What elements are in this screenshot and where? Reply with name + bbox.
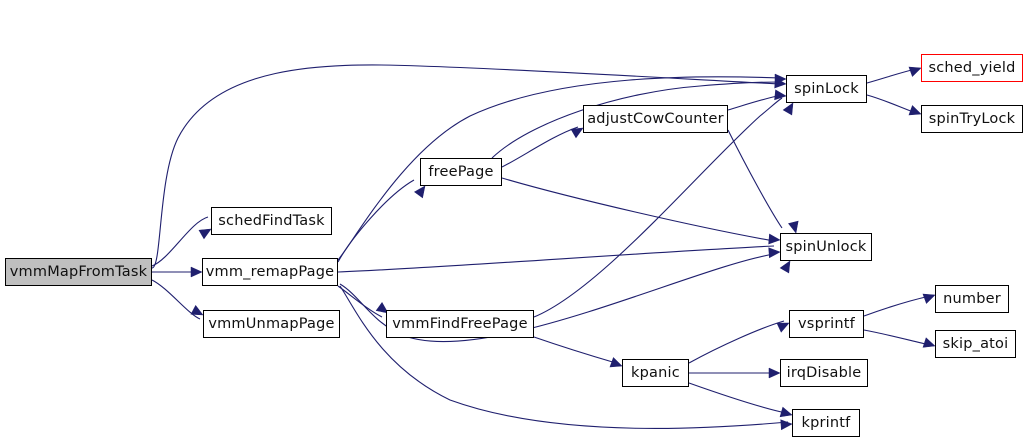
node-label-spinLock: spinLock [794,80,859,97]
node-label-vmmUnmapPage: vmmUnmapPage [208,315,335,332]
edge-vmmFindFreePage-to-spinLock [533,97,783,318]
arrowhead-vsprintf-in [776,322,790,333]
node-vsprintf[interactable]: vsprintf [789,310,864,338]
node-irqDisable[interactable]: irqDisable [780,359,868,387]
node-label-number: number [943,290,1001,307]
edge-kpanic-to-kprintf [688,382,787,414]
node-label-vmm_remapPage: vmm_remapPage [205,263,335,280]
node-label-vsprintf: vsprintf [798,315,855,332]
arrowhead-spinUnlock-in-2 [768,247,781,259]
node-schedFindTask[interactable]: schedFindTask [211,207,332,235]
node-label-spinUnlock: spinUnlock [785,238,867,255]
node-spinUnlock[interactable]: spinUnlock [780,233,872,261]
arrowhead-spinLock-in-2 [774,73,787,85]
arrowhead-number-in [922,293,936,304]
edge-vmm_remapPage-to-spinUnlock [339,253,775,343]
edge-vmmFindFreePage-to-kpanic [533,336,617,364]
edge-vsprintf-to-skip_atoi [863,329,931,346]
edge-vmmMapFromTask-to-vmmUnmapPage [151,279,201,320]
arrowheads-layer [190,66,936,431]
node-label-irqDisable: irqDisable [786,364,862,381]
node-vmmFindFreePage[interactable]: vmmFindFreePage [386,310,534,338]
node-kprintf[interactable]: kprintf [792,409,860,437]
arrowhead-irqDisable-in [768,367,781,379]
edge-vsprintf-to-number [863,295,931,317]
node-skip_atoi[interactable]: skip_atoi [935,330,1016,358]
arrowhead-spinTryLock-in [908,105,922,116]
arrowhead-freePage-in [414,185,426,199]
arrowhead-kprintf-in-2 [780,419,793,431]
node-vmm_remapPage[interactable]: vmm_remapPage [202,258,338,286]
arrowhead-vmm_remapPage-in [190,266,203,278]
node-number[interactable]: number [935,285,1009,313]
node-label-vmmFindFreePage: vmmFindFreePage [392,315,528,332]
node-spinLock[interactable]: spinLock [786,75,867,103]
edge-freePage-to-adjustCowCounter [501,126,579,168]
node-label-schedFindTask: schedFindTask [218,212,325,229]
edge-vmm_remapPage-to-spinUnlock [337,245,775,273]
arrowhead-spinLock-in-3 [774,89,787,101]
arrowhead-spinUnlock-in-3 [788,220,799,234]
arrowhead-schedFindTask-in [198,228,212,240]
edge-kpanic-to-vsprintf [688,320,785,364]
node-label-freePage: freePage [428,163,494,180]
arrowhead-spinUnlock-in-1 [768,233,781,245]
edge-vmmMapFromTask-to-spinLock [151,64,781,269]
arrowhead-spinLock-in-4 [782,102,794,116]
edge-vmm_remapPage-to-freePage [337,179,415,263]
arrowhead-adjustCowCounter-in [570,127,584,139]
arrowhead-skip_atoi-in [922,337,936,348]
node-vmmUnmapPage[interactable]: vmmUnmapPage [203,310,340,338]
arrowhead-kpanic-in [609,357,623,368]
arrowhead-spinUnlock-in-4 [779,260,791,274]
node-freePage[interactable]: freePage [420,158,502,186]
edge-vmm_remapPage-to-kprintf [339,285,789,429]
node-label-kprintf: kprintf [801,414,851,431]
edge-vmm_remapPage-to-spinLock [337,76,781,261]
edge-vmmMapFromTask-to-schedFindTask [151,216,209,267]
edge-spinLock-to-spinTryLock [866,94,917,114]
arrowhead-vmmUnmapPage-in [190,304,204,316]
node-kpanic[interactable]: kpanic [622,359,689,387]
arrowhead-kprintf-in-1 [779,406,793,418]
node-sched_yield[interactable]: sched_yield [921,54,1023,82]
node-adjustCowCounter[interactable]: adjustCowCounter [583,105,728,133]
node-vmmMapFromTask[interactable]: vmmMapFromTask [5,258,152,286]
node-label-kpanic: kpanic [631,364,680,381]
node-label-skip_atoi: skip_atoi [942,335,1009,352]
arrowhead-sched_yield-in [908,66,922,77]
edge-adjustCowCounter-to-spinLock [727,94,783,111]
node-label-adjustCowCounter: adjustCowCounter [587,110,724,127]
node-label-spinTryLock: spinTryLock [928,110,1016,127]
edge-spinLock-to-sched_yield [866,68,917,84]
node-label-vmmMapFromTask: vmmMapFromTask [9,263,148,280]
edge-adjustCowCounter-to-spinUnlock [727,129,783,229]
edge-freePage-to-spinUnlock [501,177,775,242]
node-label-sched_yield: sched_yield [928,59,1016,76]
node-spinTryLock[interactable]: spinTryLock [921,105,1023,133]
arrowhead-vmmFindFreePage-in [375,302,389,314]
edge-freePage-to-spinLock [491,81,781,159]
